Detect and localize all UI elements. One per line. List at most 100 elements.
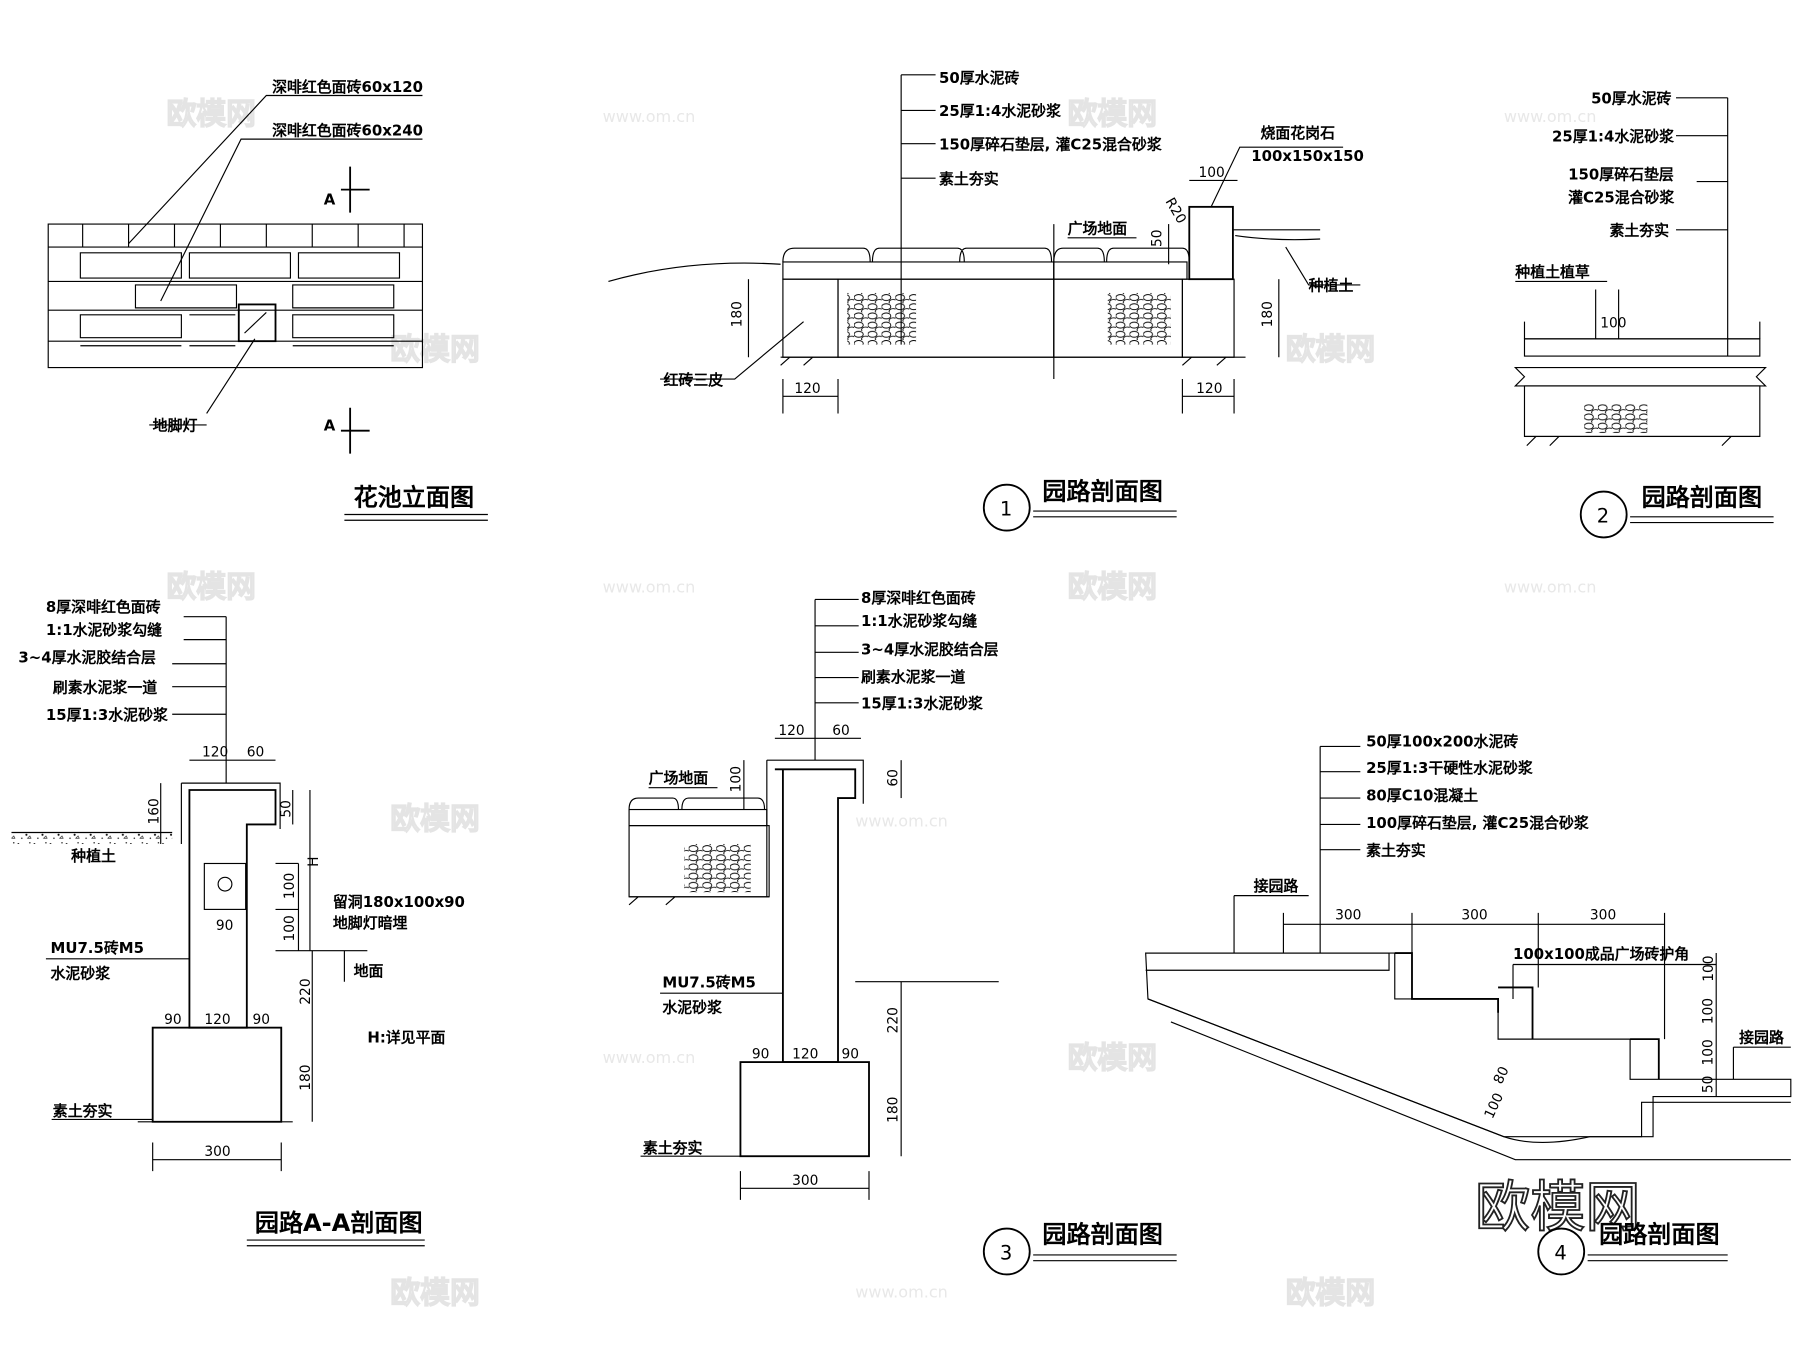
layer-label: 25厚1:3干硬性水泥砂浆 <box>1366 759 1533 777</box>
dim: 90 <box>752 1047 770 1063</box>
watermark-url: www.om.cn <box>1504 578 1597 597</box>
drawing-title: 园路A-A剖面图 <box>255 1209 423 1237</box>
label-brick: MU7.5砖M5 <box>662 973 755 991</box>
section-mark-a-top: A <box>324 191 336 209</box>
section-number-circle <box>982 483 1031 532</box>
section-a-a: 8厚深啡红色面砖 1:1水泥砂浆勾缝 3~4厚水泥胶结合层 刷素水泥浆一道 15… <box>11 598 465 1247</box>
dim: 160 <box>146 798 162 824</box>
dim: 180 <box>886 1097 902 1123</box>
dim: 300 <box>1461 908 1487 924</box>
dim: 90 <box>253 1012 271 1028</box>
watermark: 欧模网 <box>390 802 479 837</box>
label-compacted-soil: 素土夯实 <box>53 1102 113 1120</box>
label-brick-60x240: 深啡红色面砖60x240 <box>272 122 423 140</box>
layer-label: 1:1水泥砂浆勾缝 <box>861 612 977 630</box>
layer-label: 50厚水泥砖 <box>939 69 1019 87</box>
section-number: 4 <box>1554 1242 1566 1265</box>
dim: 220 <box>886 1007 902 1033</box>
label-join-path-left: 接园路 <box>1254 877 1300 895</box>
dim: 300 <box>1335 908 1361 924</box>
section-2: 100 种植土植草 50厚水泥砖 25厚1:4水泥砂浆 150厚碎石垫层 灌C2… <box>1513 90 1774 539</box>
dim: 100 <box>1701 998 1717 1024</box>
section-1: 50厚水泥砖 25厚1:4水泥砂浆 150厚碎石垫层, 灌C25混合砂浆 素土夯… <box>608 69 1364 532</box>
flowerbed-elevation: 深啡红色面砖60x120 深啡红色面砖60x240 地脚灯 A A 花池立面图 <box>47 78 488 521</box>
layer-label: 150厚碎石垫层, 灌C25混合砂浆 <box>939 135 1162 153</box>
drawing-title: 园路剖面图 <box>1042 1220 1162 1248</box>
dim: 50 <box>1701 1076 1717 1094</box>
watermark: 欧模网 <box>390 1276 479 1311</box>
dim: 220 <box>298 978 314 1004</box>
watermark-url: www.om.cn <box>603 578 696 597</box>
dim: 120 <box>1196 381 1222 397</box>
drawing-title: 园路剖面图 <box>1642 483 1762 511</box>
dim: 50 <box>278 800 294 818</box>
watermark-url: www.om.cn <box>1504 107 1597 126</box>
label-plaza-ground: 广场地面 <box>1068 219 1128 237</box>
dim: 100 <box>1701 955 1717 981</box>
dim: 90 <box>841 1047 859 1063</box>
layer-label: 80厚C10混凝土 <box>1366 786 1478 804</box>
label-planting-soil: 种植土 <box>1308 277 1354 295</box>
dim: 100 <box>1198 165 1224 181</box>
layer-label: 15厚1:3水泥砂浆 <box>861 695 983 713</box>
dim: R20 <box>1162 195 1189 226</box>
section-number: 1 <box>1000 498 1012 521</box>
watermark: 欧模网 <box>1068 97 1157 132</box>
section-number: 2 <box>1597 505 1609 528</box>
label-ground-lamp: 地脚灯 <box>153 417 198 435</box>
section-mark-a-bottom: A <box>324 417 336 435</box>
dim: 60 <box>886 769 902 787</box>
dim: 300 <box>1590 908 1616 924</box>
dim: H <box>306 857 322 867</box>
section-number: 3 <box>1000 1242 1012 1265</box>
dim: 100 <box>1600 315 1626 331</box>
layer-label: 50厚水泥砖 <box>1591 90 1671 108</box>
label-corner-tile: 100x100成品广场砖护角 <box>1513 945 1689 963</box>
label-mortar: 水泥砂浆 <box>662 999 722 1017</box>
layer-label: 3~4厚水泥胶结合层 <box>18 649 156 667</box>
label-join-path-right: 接园路 <box>1739 1029 1785 1047</box>
watermark: 欧模网 <box>166 97 255 132</box>
layer-label: 素土夯实 <box>939 170 999 188</box>
label-plaza-ground: 广场地面 <box>649 769 709 787</box>
layer-label: 8厚深啡红色面砖 <box>861 589 976 607</box>
watermark-url: www.om.cn <box>855 812 948 831</box>
dim: 120 <box>204 1012 230 1028</box>
layer-label: 8厚深啡红色面砖 <box>46 598 161 616</box>
dim: 60 <box>832 723 850 739</box>
dim: 120 <box>202 745 228 761</box>
dim: 120 <box>794 381 820 397</box>
label-brick-60x120: 深啡红色面砖60x120 <box>272 78 423 96</box>
dim: 180 <box>1260 301 1276 327</box>
layer-label: 50厚100x200水泥砖 <box>1366 732 1518 750</box>
layer-label: 100厚碎石垫层, 灌C25混合砂浆 <box>1366 814 1589 832</box>
dim: 100 <box>728 766 744 792</box>
watermark-url: www.om.cn <box>603 1048 696 1067</box>
label-planting-soil: 种植土 <box>70 847 116 865</box>
label-planting-grass: 种植土植草 <box>1514 263 1590 281</box>
layer-label: 刷素水泥浆一道 <box>861 668 965 686</box>
dim: 100 <box>1481 1091 1507 1122</box>
dim: 180 <box>298 1065 314 1091</box>
layer-label: 素土夯实 <box>1366 841 1426 859</box>
dim: 300 <box>204 1144 230 1160</box>
layer-label: 素土夯实 <box>1609 222 1669 240</box>
layer-label: 25厚1:4水泥砂浆 <box>939 102 1061 120</box>
watermark: 欧模网 <box>1068 1041 1157 1076</box>
watermark: 欧模网 <box>1286 333 1375 368</box>
label-ground: 地面 <box>354 962 384 980</box>
section-number-circle <box>1579 490 1628 539</box>
section-4: 50厚100x200水泥砖 25厚1:3干硬性水泥砂浆 80厚C10混凝土 10… <box>1145 732 1792 1276</box>
label-compacted-soil: 素土夯实 <box>643 1139 703 1157</box>
section-number-circle <box>982 1227 1031 1276</box>
watermark-url: www.om.cn <box>855 1282 948 1301</box>
label-embedded-lamp: 地脚灯暗埋 <box>333 914 408 932</box>
layer-label: 15厚1:3水泥砂浆 <box>46 706 168 724</box>
label-h-note: H:详见平面 <box>367 1029 445 1047</box>
watermark: 欧模网 <box>1286 1276 1375 1311</box>
watermark: 欧模网 <box>390 333 479 368</box>
watermarks: 欧模网 欧模网 欧模网 欧模网 欧模网 欧模网 欧模网 欧模网 欧模网 欧模网 … <box>166 97 1641 1312</box>
layer-label: 150厚碎石垫层 <box>1568 165 1674 183</box>
layer-label: 25厚1:4水泥砂浆 <box>1552 127 1674 145</box>
layer-label: 3~4厚水泥胶结合层 <box>861 641 999 659</box>
